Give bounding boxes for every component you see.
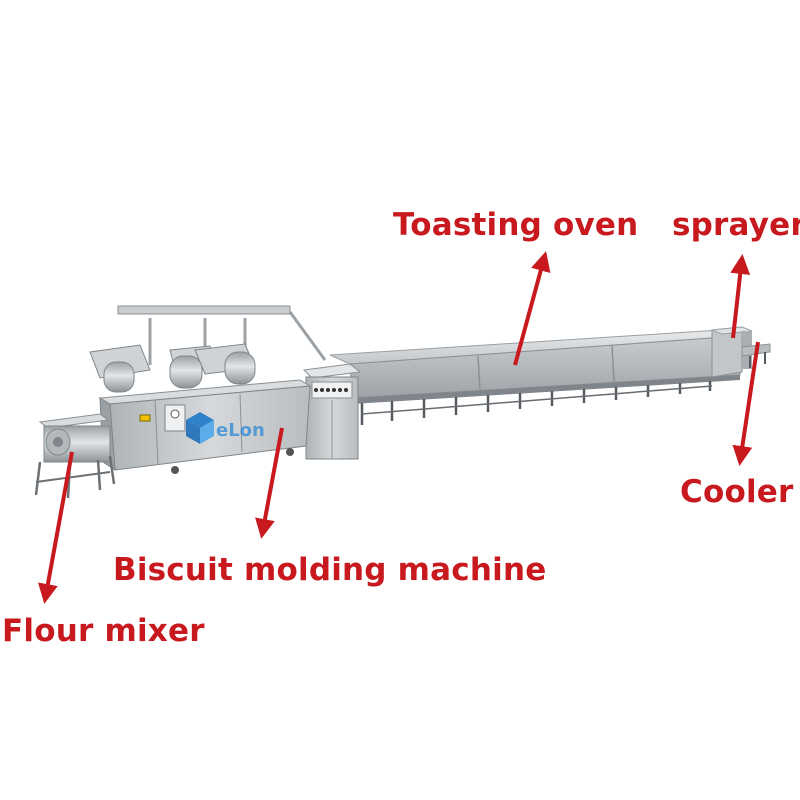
biscuit-molding-machine: eLon	[89, 305, 327, 474]
control-cabinet	[302, 363, 362, 460]
flour-mixer	[34, 413, 116, 499]
arrow-sprayer	[730, 254, 751, 339]
arrow-cooler	[732, 341, 760, 466]
label-toasting-oven: Toasting oven	[393, 207, 639, 243]
annotation-arrows	[38, 251, 760, 604]
logo-text: eLon	[216, 420, 265, 441]
label-sprayer: sprayer	[672, 207, 800, 243]
label-cooler: Cooler	[680, 474, 794, 510]
label-biscuit-molding-machine: Biscuit molding machine	[113, 552, 547, 588]
arrow-molding-machine	[255, 427, 284, 539]
elon-logo: eLon	[186, 412, 265, 444]
label-flour-mixer: Flour mixer	[2, 613, 205, 649]
toasting-oven	[329, 329, 741, 425]
arrow-toasting-oven	[513, 251, 551, 366]
arrow-flour-mixer	[38, 451, 74, 604]
